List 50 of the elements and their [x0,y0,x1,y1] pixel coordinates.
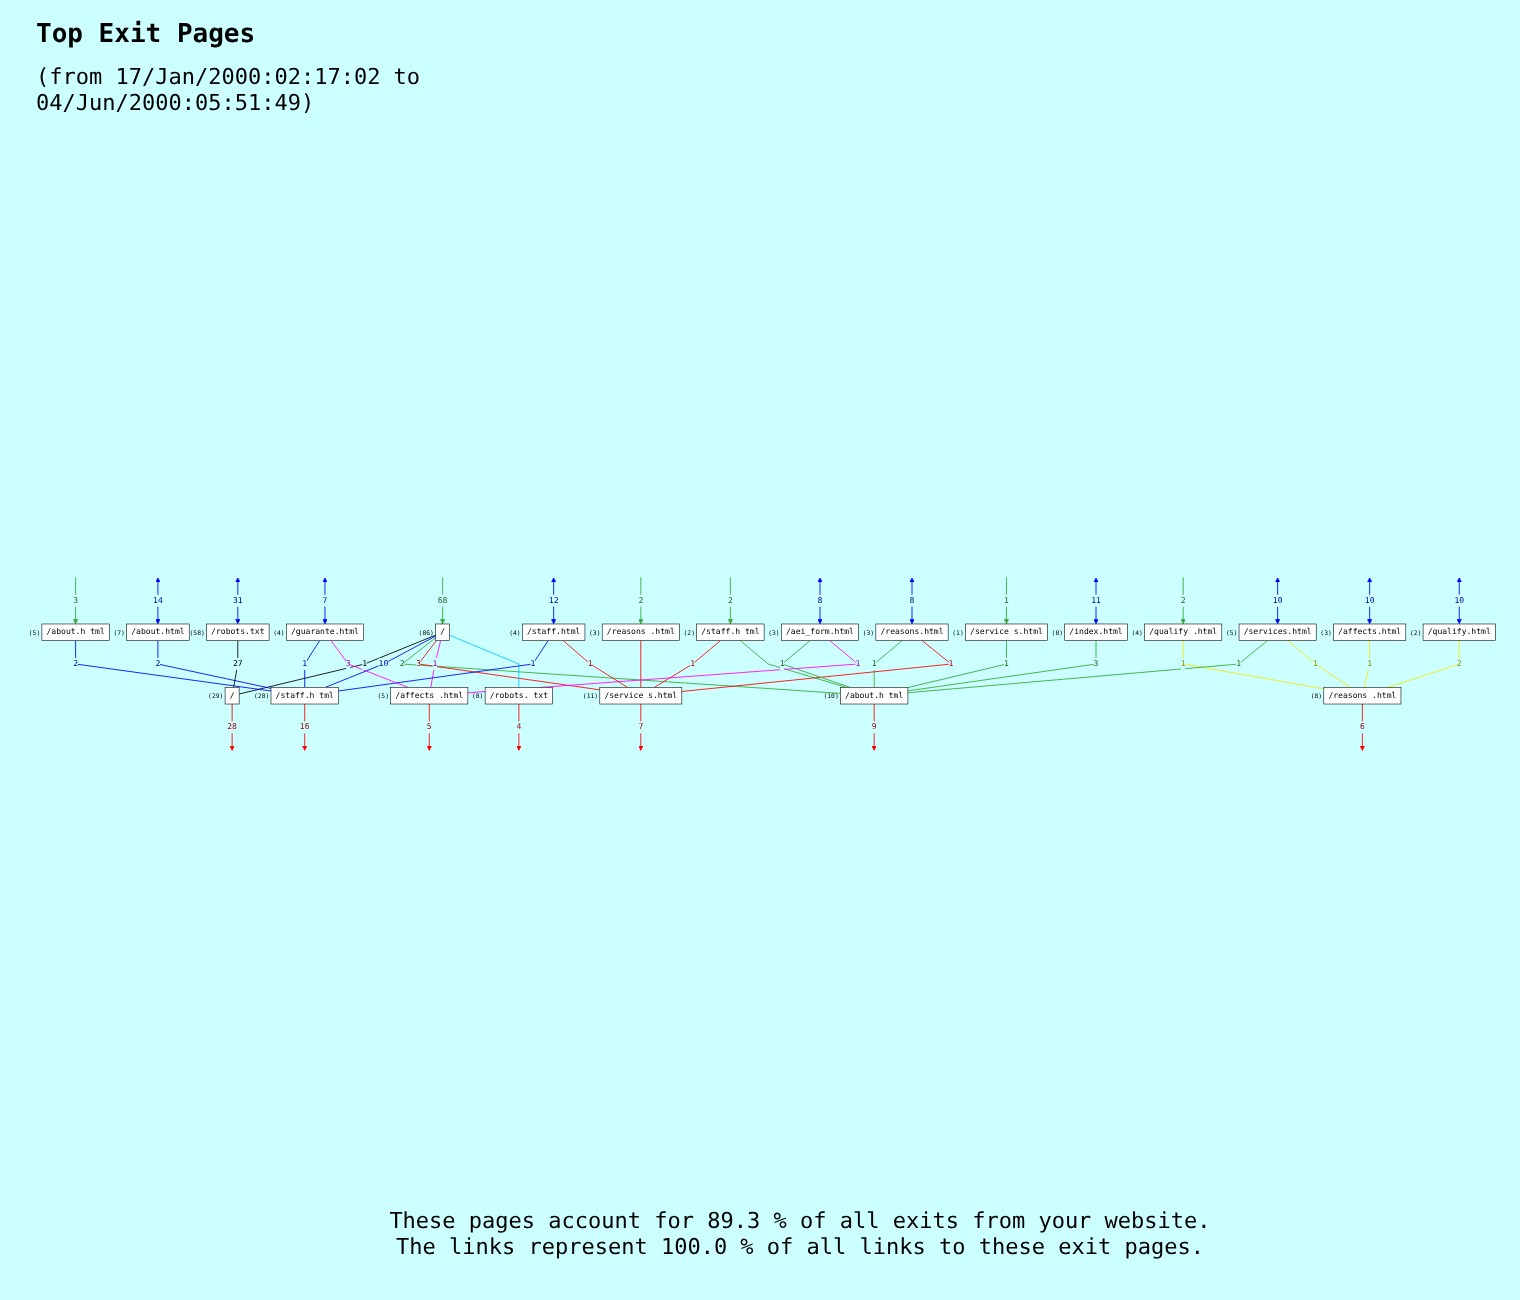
node-box [781,623,859,641]
connector [325,635,436,688]
node-box [1064,623,1128,641]
connector [418,640,601,691]
caption: These pages account for 89.3 % of all exits from your website. The links represent 100.0 % of all links to these exit pages. [387,1208,1213,1260]
node-box [1333,623,1407,641]
connector [75,640,272,692]
node-box [286,623,364,641]
connector [1287,640,1351,688]
connector [449,634,520,688]
connector [401,637,841,694]
node-box [840,687,909,705]
node-box [601,623,680,641]
connector [562,640,628,688]
node-box [435,623,450,641]
date-range-note: (from 17/Jan/2000:02:17:02 to 04/Jun/2000:05:51:49) [36,64,423,116]
connector [1182,640,1325,690]
node-box [270,687,339,705]
node-box [206,623,270,641]
connector [238,634,436,695]
connector [907,640,1268,694]
node-box [1144,623,1223,641]
connector [907,640,1007,688]
node-box [41,623,110,641]
node-box [696,623,765,641]
node-box [484,687,553,705]
connector [430,640,442,688]
connector [654,640,721,688]
node-box [1323,687,1402,705]
connector [781,640,851,688]
node-box [1238,623,1317,641]
connector [338,640,549,692]
diagram-title: Top Exit Pages [36,20,256,50]
connector [157,640,272,689]
node-box [965,623,1048,641]
node-box [875,623,949,641]
connector [330,640,409,688]
node-box [1422,623,1496,641]
node-box [126,623,190,641]
node-box [224,687,240,705]
connector [873,640,903,688]
node-box [390,687,469,705]
connector [304,640,321,688]
node-box [599,687,683,705]
connector [1387,640,1460,688]
connector [907,640,1097,692]
node-box [522,623,586,641]
connector [739,640,847,688]
connector [681,640,952,692]
connector [233,640,239,688]
